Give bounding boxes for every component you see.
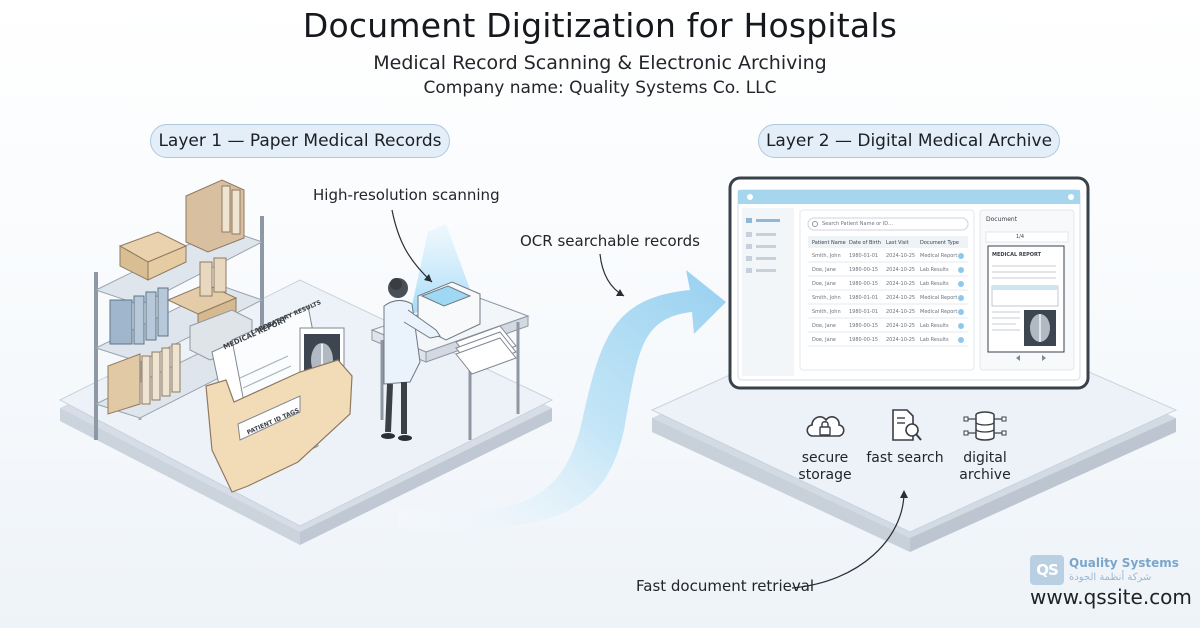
- cell-patient-name: Smith, John: [812, 309, 841, 315]
- feature-label: secure storage: [798, 450, 852, 483]
- page-subtitle: Medical Record Scanning & Electronic Arc…: [373, 52, 827, 74]
- cell-patient-name: Doe, Jane: [812, 337, 836, 343]
- feature-label: digital archive: [959, 450, 1011, 483]
- layer-2-label: Layer 2 — Digital Medical Archive: [758, 124, 1060, 158]
- page-title: Document Digitization for Hospitals: [302, 6, 898, 45]
- cloud-lock-icon: [806, 416, 845, 437]
- cell-last-visit: 2024-10-25: [886, 253, 916, 259]
- cell-date-of-birth: 1980-01-01: [849, 309, 879, 315]
- cell-document-type: Lab Results: [920, 281, 949, 287]
- feature-secure-storage: secure storage: [780, 408, 870, 484]
- callout-scanning: High-resolution scanning: [313, 186, 500, 204]
- feature-label: fast search: [866, 450, 944, 466]
- cell-last-visit: 2024-10-25: [886, 323, 916, 329]
- feature-digital-archive: digital archive: [940, 408, 1030, 484]
- viewer-page-indicator[interactable]: 1/4: [1016, 234, 1025, 240]
- feature-fast-search: fast search: [860, 408, 950, 467]
- brand-name: Quality Systems: [1069, 556, 1179, 570]
- callout-retrieval: Fast document retrieval: [636, 577, 815, 595]
- cell-document-type: Lab Results: [920, 323, 949, 329]
- cell-date-of-birth: 1980-01-01: [849, 295, 879, 301]
- digitization-flow-arrow: [398, 270, 726, 530]
- brand-name-arabic: شركة أنظمة الجودة: [1069, 572, 1152, 583]
- cell-date-of-birth: 1980-00-15: [849, 337, 879, 343]
- cell-document-type: Medical Report: [920, 295, 958, 301]
- viewer-title: Document: [986, 216, 1018, 223]
- archive-tablet: [728, 176, 1090, 390]
- column-date-of-birth[interactable]: Date of Birth: [849, 240, 881, 246]
- brand-url[interactable]: www.qssite.com: [1030, 585, 1192, 609]
- cell-last-visit: 2024-10-25: [886, 295, 916, 301]
- cell-document-type: Medical Report: [920, 253, 958, 259]
- cell-patient-name: Doe, Jane: [812, 323, 836, 329]
- cell-last-visit: 2024-10-25: [886, 337, 916, 343]
- cell-patient-name: Smith, John: [812, 295, 841, 301]
- cell-last-visit: 2024-10-25: [886, 267, 916, 273]
- layer-1-label: Layer 1 — Paper Medical Records: [150, 124, 450, 158]
- cell-document-type: Medical Report: [920, 309, 958, 315]
- column-document-type[interactable]: Document Type: [920, 240, 959, 246]
- cell-date-of-birth: 1980-00-15: [849, 267, 879, 273]
- cell-patient-name: Doe, Jane: [812, 281, 836, 287]
- viewer-doc-title: MEDICAL REPORT: [992, 252, 1042, 258]
- cell-date-of-birth: 1980-00-15: [849, 281, 879, 287]
- cell-document-type: Lab Results: [920, 267, 949, 273]
- brand-logo: QS: [1030, 555, 1064, 585]
- archive-search-input[interactable]: Search Patient Name or ID...: [822, 221, 893, 227]
- scanning-station: [370, 224, 530, 441]
- cell-last-visit: 2024-10-25: [886, 309, 916, 315]
- column-last-visit[interactable]: Last Visit: [886, 240, 909, 246]
- database-icon: [963, 411, 1007, 441]
- cell-date-of-birth: 1980-01-01: [849, 253, 879, 259]
- company-name: Company name: Quality Systems Co. LLC: [423, 78, 777, 98]
- cell-document-type: Lab Results: [920, 337, 949, 343]
- cell-patient-name: Smith, John: [812, 253, 841, 259]
- column-patient-name[interactable]: Patient Name: [812, 240, 846, 246]
- cell-date-of-birth: 1980-00-15: [849, 323, 879, 329]
- paper-documents: [205, 305, 353, 493]
- callout-ocr: OCR searchable records: [520, 232, 700, 250]
- cell-last-visit: 2024-10-25: [886, 281, 916, 287]
- cell-patient-name: Doe, Jane: [812, 267, 836, 273]
- document-search-icon: [892, 409, 922, 441]
